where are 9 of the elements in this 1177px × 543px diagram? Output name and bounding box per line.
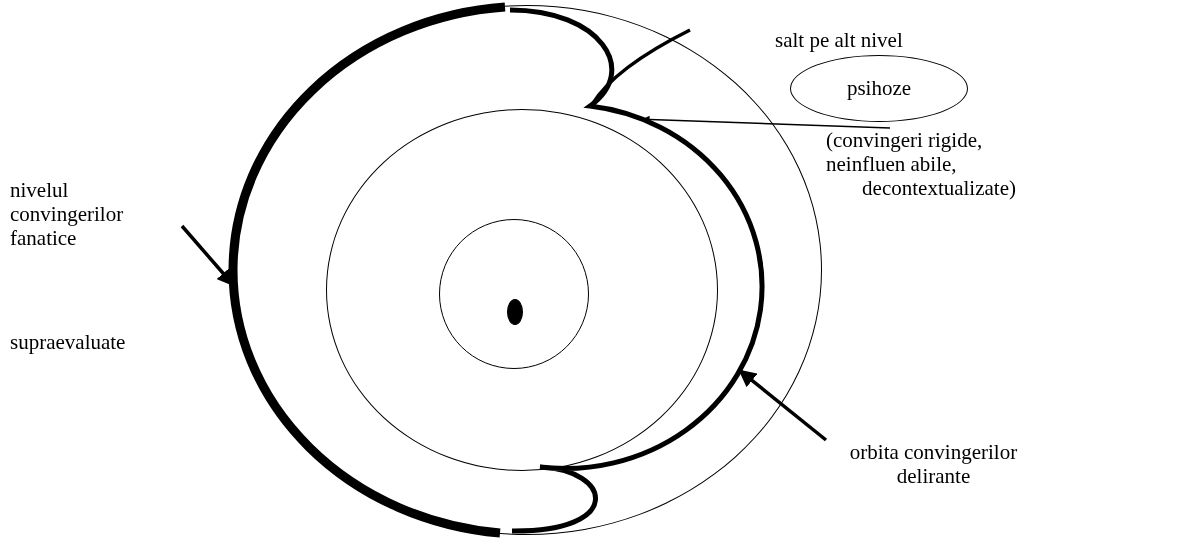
caption-text: supraevaluate [10, 330, 126, 355]
orbit-arc [509, 7, 764, 534]
arrow [738, 369, 828, 442]
note-text: (convingeri rigide, neinfluen abile, decontextualizate) [826, 128, 1016, 201]
level-caption: nivelul convingerilor fanatice [10, 178, 182, 251]
caption-text: salt pe alt nivel [775, 28, 903, 53]
arrow [642, 115, 891, 129]
orbit-caption: orbita convingerilor delirante [826, 440, 1041, 489]
thick-arc [228, 2, 506, 538]
